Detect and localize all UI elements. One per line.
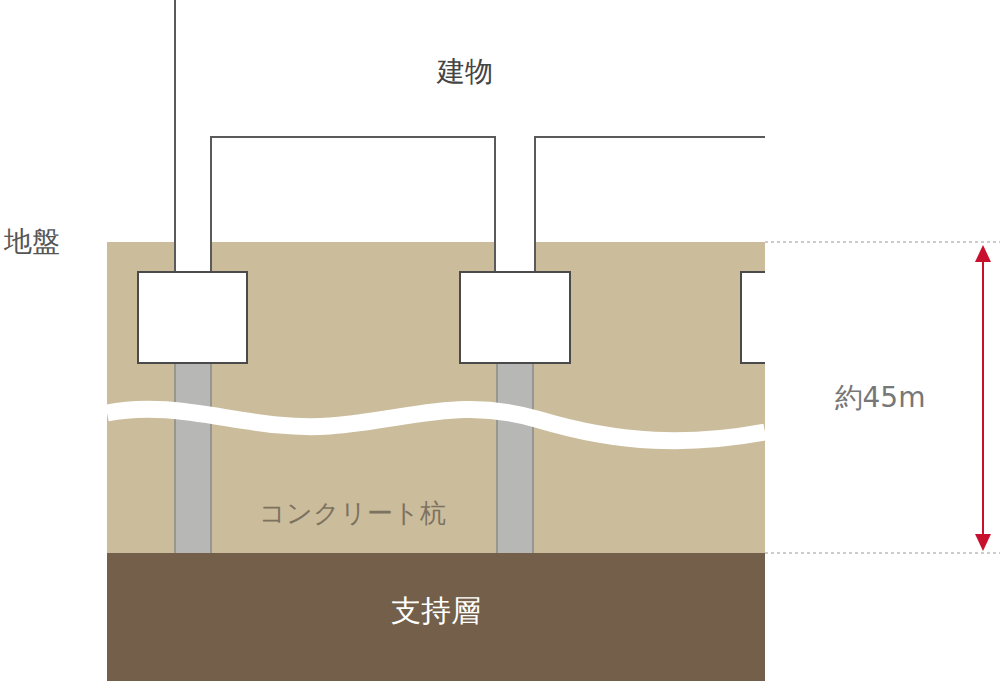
layer-label: 支持層 xyxy=(391,591,481,632)
dimension-arrow xyxy=(975,245,991,551)
building-outline xyxy=(175,0,765,272)
dimension-label: 約45m xyxy=(835,383,926,414)
building-label: 建物 xyxy=(437,57,493,88)
support-layer-band xyxy=(107,553,765,681)
concrete-pile xyxy=(175,363,211,573)
column xyxy=(496,242,534,273)
ground-label: 地盤 xyxy=(4,227,60,258)
dimension-extension xyxy=(765,242,1000,553)
column xyxy=(176,242,210,273)
pile-label: コンクリート杭 xyxy=(259,499,446,528)
support-layer: 支持層 xyxy=(107,553,765,681)
break-line xyxy=(107,409,765,441)
footing xyxy=(138,272,765,363)
concrete-pile xyxy=(497,363,533,573)
